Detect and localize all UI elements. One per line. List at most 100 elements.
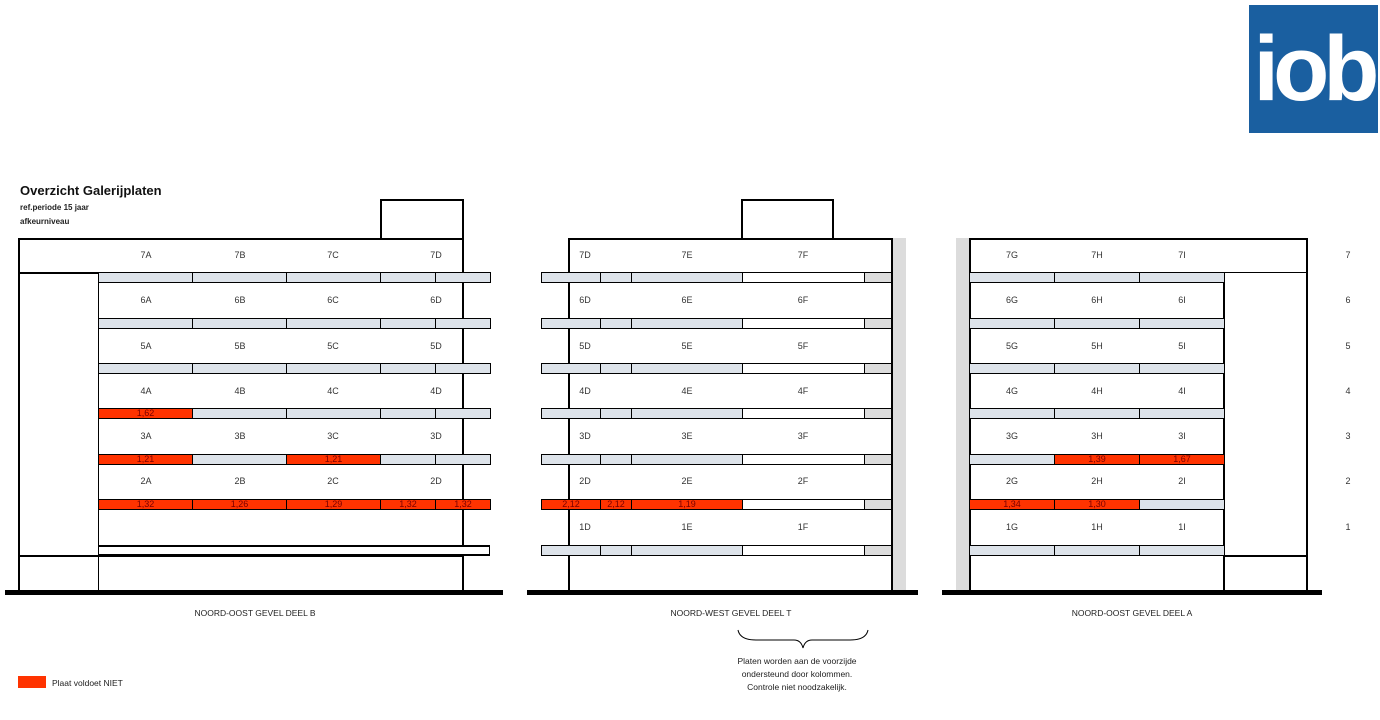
line: [18, 555, 464, 557]
unit-label: 4E: [681, 386, 693, 396]
unit-label: 7D: [579, 250, 591, 260]
gallery-slab: [98, 272, 193, 283]
unit-label: 2A: [140, 476, 152, 486]
unit-label: 1I: [1178, 522, 1186, 532]
gallery-slab: [192, 318, 287, 329]
gallery-slab: [286, 408, 381, 419]
penthouse: [380, 199, 464, 240]
unit-label: 3C: [327, 431, 339, 441]
support-note: Platen worden aan de voorzijde ondersteu…: [737, 655, 856, 694]
gallery-slab: [969, 408, 1055, 419]
gallery-slab: [969, 545, 1055, 556]
gallery-slab: [631, 408, 743, 419]
unit-label: 5I: [1178, 341, 1186, 351]
gallery-slab: [969, 272, 1055, 283]
gallery-slab: [1139, 318, 1225, 329]
unit-label: 4G: [1005, 386, 1019, 396]
unit-label: 1F: [797, 522, 809, 532]
unit-label: 4C: [327, 386, 339, 396]
unit-label: 7A: [140, 250, 152, 260]
gallery-slab: [1139, 363, 1225, 374]
unit-label: 7E: [681, 250, 693, 260]
unit-label: 4D: [430, 386, 442, 396]
gallery-slab-fail: 1,19: [631, 499, 743, 510]
gallery-slab: [742, 318, 865, 329]
note-line: ondersteund door kolommen.: [741, 669, 853, 679]
gallery-slab: [380, 272, 436, 283]
floor-number: 5: [1345, 341, 1351, 351]
gallery-slab: [98, 363, 193, 374]
gallery-slab: [969, 454, 1055, 465]
line: [1224, 555, 1308, 557]
gallery-slab: [1054, 545, 1140, 556]
floor-number: 4: [1345, 386, 1351, 396]
gallery-slab: [600, 545, 632, 556]
gallery-slab: [742, 272, 865, 283]
gallery-slab: [380, 363, 436, 374]
gallery-slab: [541, 454, 601, 465]
side-column: [891, 238, 906, 592]
gallery-slab: [600, 363, 632, 374]
gallery-slab: [631, 454, 743, 465]
unit-label: 5D: [430, 341, 442, 351]
unit-label: 3D: [579, 431, 591, 441]
legend-fail-swatch: [18, 676, 46, 688]
floor-number: 7: [1345, 250, 1351, 260]
gallery-slab: [541, 318, 601, 329]
unit-label: 5H: [1091, 341, 1103, 351]
unit-label: 5E: [681, 341, 693, 351]
unit-label: 2H: [1091, 476, 1103, 486]
unit-label: 3D: [430, 431, 442, 441]
line: [18, 272, 98, 274]
gallery-slab: [286, 363, 381, 374]
gallery-slab: [742, 363, 865, 374]
gallery-slab: [380, 408, 436, 419]
iob-logo: iob: [1249, 5, 1378, 133]
unit-label: 1D: [579, 522, 591, 532]
gallery-slab: [864, 499, 892, 510]
unit-label: 2I: [1178, 476, 1186, 486]
column-line: [1223, 272, 1225, 592]
side-column: [956, 238, 969, 592]
gallery-slab-fail: 1,34: [969, 499, 1055, 510]
gallery-slab: [380, 318, 436, 329]
unit-label: 2B: [234, 476, 246, 486]
unit-label: 3G: [1005, 431, 1019, 441]
gallery-slab: [864, 272, 892, 283]
unit-label: 6D: [579, 295, 591, 305]
floor-number: 3: [1345, 431, 1351, 441]
gallery-slab-fail: 1,21: [286, 454, 381, 465]
gallery-slab: [435, 318, 491, 329]
unit-label: 7F: [797, 250, 809, 260]
gallery-slab: [435, 363, 491, 374]
unit-label: 4D: [579, 386, 591, 396]
gallery-slab: [600, 272, 632, 283]
gallery-slab: [1054, 318, 1140, 329]
gallery-slab: [98, 318, 193, 329]
unit-label: 7C: [327, 250, 339, 260]
unit-label: 5C: [327, 341, 339, 351]
gallery-slab: [1054, 363, 1140, 374]
gallery-slab: [435, 408, 491, 419]
unit-label: 4F: [797, 386, 809, 396]
unit-label: 5A: [140, 341, 152, 351]
unit-label: 6D: [430, 295, 442, 305]
unit-label: 5G: [1005, 341, 1019, 351]
unit-label: 1E: [681, 522, 693, 532]
unit-label: 7G: [1005, 250, 1019, 260]
unit-label: 7B: [234, 250, 246, 260]
gallery-slab-fail: 1,32: [435, 499, 491, 510]
floor-number: 6: [1345, 295, 1351, 305]
gallery-slab: [541, 272, 601, 283]
unit-label: 6F: [797, 295, 809, 305]
caption-building-a: NOORD-OOST GEVEL DEEL A: [1071, 608, 1193, 618]
gallery-slab: [631, 272, 743, 283]
unit-label: 3B: [234, 431, 246, 441]
gallery-slab: [541, 408, 601, 419]
gallery-slab: [286, 272, 381, 283]
unit-label: 6I: [1178, 295, 1186, 305]
gallery-slab-fail: 1,30: [1054, 499, 1140, 510]
gallery-slab: [192, 363, 287, 374]
note-line: Platen worden aan de voorzijde: [737, 656, 857, 666]
gallery-slab-fail: 2,12: [541, 499, 601, 510]
